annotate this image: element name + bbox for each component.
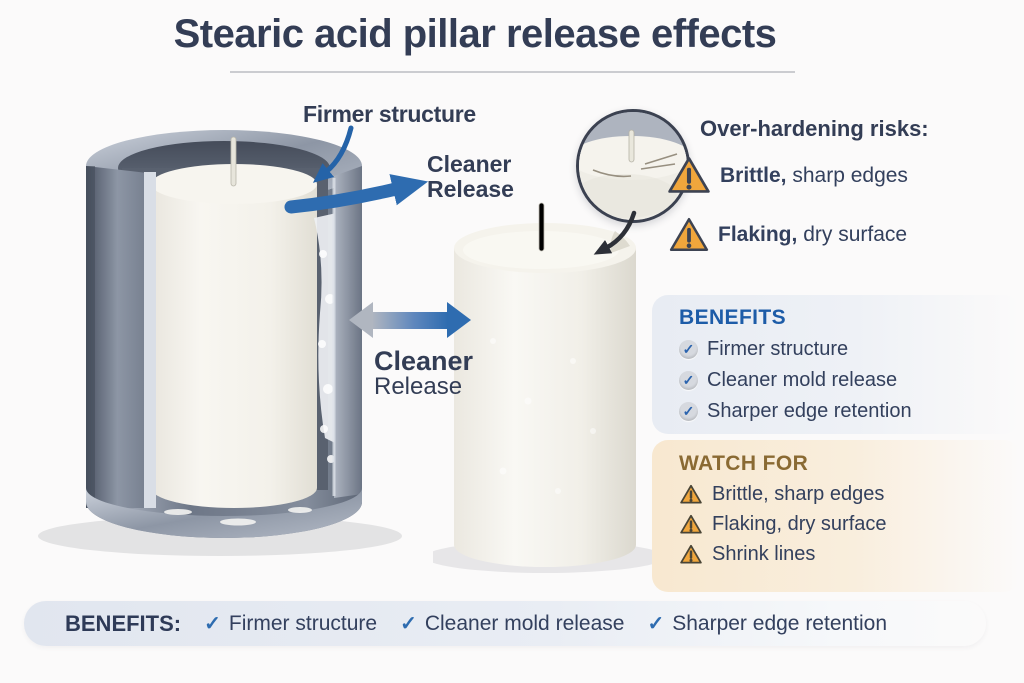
summary-benefit-item: ✓ Sharper edge retention — [647, 611, 888, 636]
mold-bottom-lip — [86, 488, 362, 538]
pillar-texture — [490, 338, 596, 494]
watch-item: Shrink lines — [679, 543, 1020, 566]
cleaner-release-side-label: Cleaner Release — [374, 346, 474, 401]
mold-right-wall — [334, 166, 362, 498]
wick — [230, 136, 237, 187]
wax-flakes — [164, 507, 312, 526]
benefits-panel-heading: BENEFITS — [679, 306, 787, 329]
mold-cutaway-illustration — [38, 130, 402, 556]
risk-item: Brittle, sharp edges — [666, 155, 908, 196]
pillar-wick — [538, 202, 545, 252]
crack-lines — [592, 153, 678, 178]
summary-bar-label: BENEFITS: — [65, 610, 182, 636]
check-icon: ✓ — [204, 613, 221, 635]
summary-benefit-item: ✓ Cleaner mold release — [400, 611, 625, 636]
check-icon: ✓ — [647, 613, 665, 635]
title-divider — [230, 71, 795, 73]
mold-cut-face — [144, 172, 156, 508]
check-icon: ✓ — [679, 402, 698, 421]
check-icon: ✓ — [679, 371, 698, 390]
risk-item: Flaking, dry surface — [668, 216, 907, 254]
risk-text: Flaking, dry surface — [718, 223, 908, 246]
benefit-item: ✓ Firmer structure — [679, 338, 1020, 361]
risk-text: Brittle, sharp edges — [720, 163, 908, 187]
benefits-panel: BENEFITS ✓ Firmer structure ✓ Cleaner mo… — [652, 295, 1020, 434]
check-icon: ✓ — [679, 340, 698, 359]
watch-for-heading: WATCH FOR — [679, 452, 809, 475]
pillar-body — [454, 248, 636, 567]
benefit-item: ✓ Sharper edge retention — [679, 400, 1020, 423]
warning-icon — [669, 217, 709, 251]
benefit-item: ✓ Cleaner mold release — [679, 369, 1020, 392]
watch-item: Flaking, dry surface — [679, 513, 1020, 536]
watch-for-panel: WATCH FOR Brittle, sharp edges Flaking, … — [652, 440, 1020, 592]
warning-icon — [680, 544, 702, 564]
warning-icon — [668, 157, 710, 193]
inset-wick — [628, 129, 635, 163]
candle-in-mold-body — [151, 184, 317, 508]
watch-item: Brittle, sharp edges — [679, 483, 1020, 506]
cleaner-release-top-label: Cleaner Release — [427, 151, 514, 202]
warning-icon — [680, 514, 702, 534]
check-icon: ✓ — [400, 613, 417, 635]
benefits-summary-bar: BENEFITS: ✓ Firmer structure ✓ Cleaner m… — [24, 601, 986, 646]
mold-left-wall — [86, 166, 156, 508]
firmer-structure-label: Firmer structure — [303, 101, 476, 127]
summary-benefit-item: ✓ Firmer structure — [204, 611, 378, 636]
page-title: Stearic acid pillar release effects — [173, 12, 777, 56]
risks-heading: Over-hardening risks: — [700, 116, 929, 141]
warning-icon — [680, 484, 702, 504]
cracked-top-inset — [576, 109, 690, 223]
